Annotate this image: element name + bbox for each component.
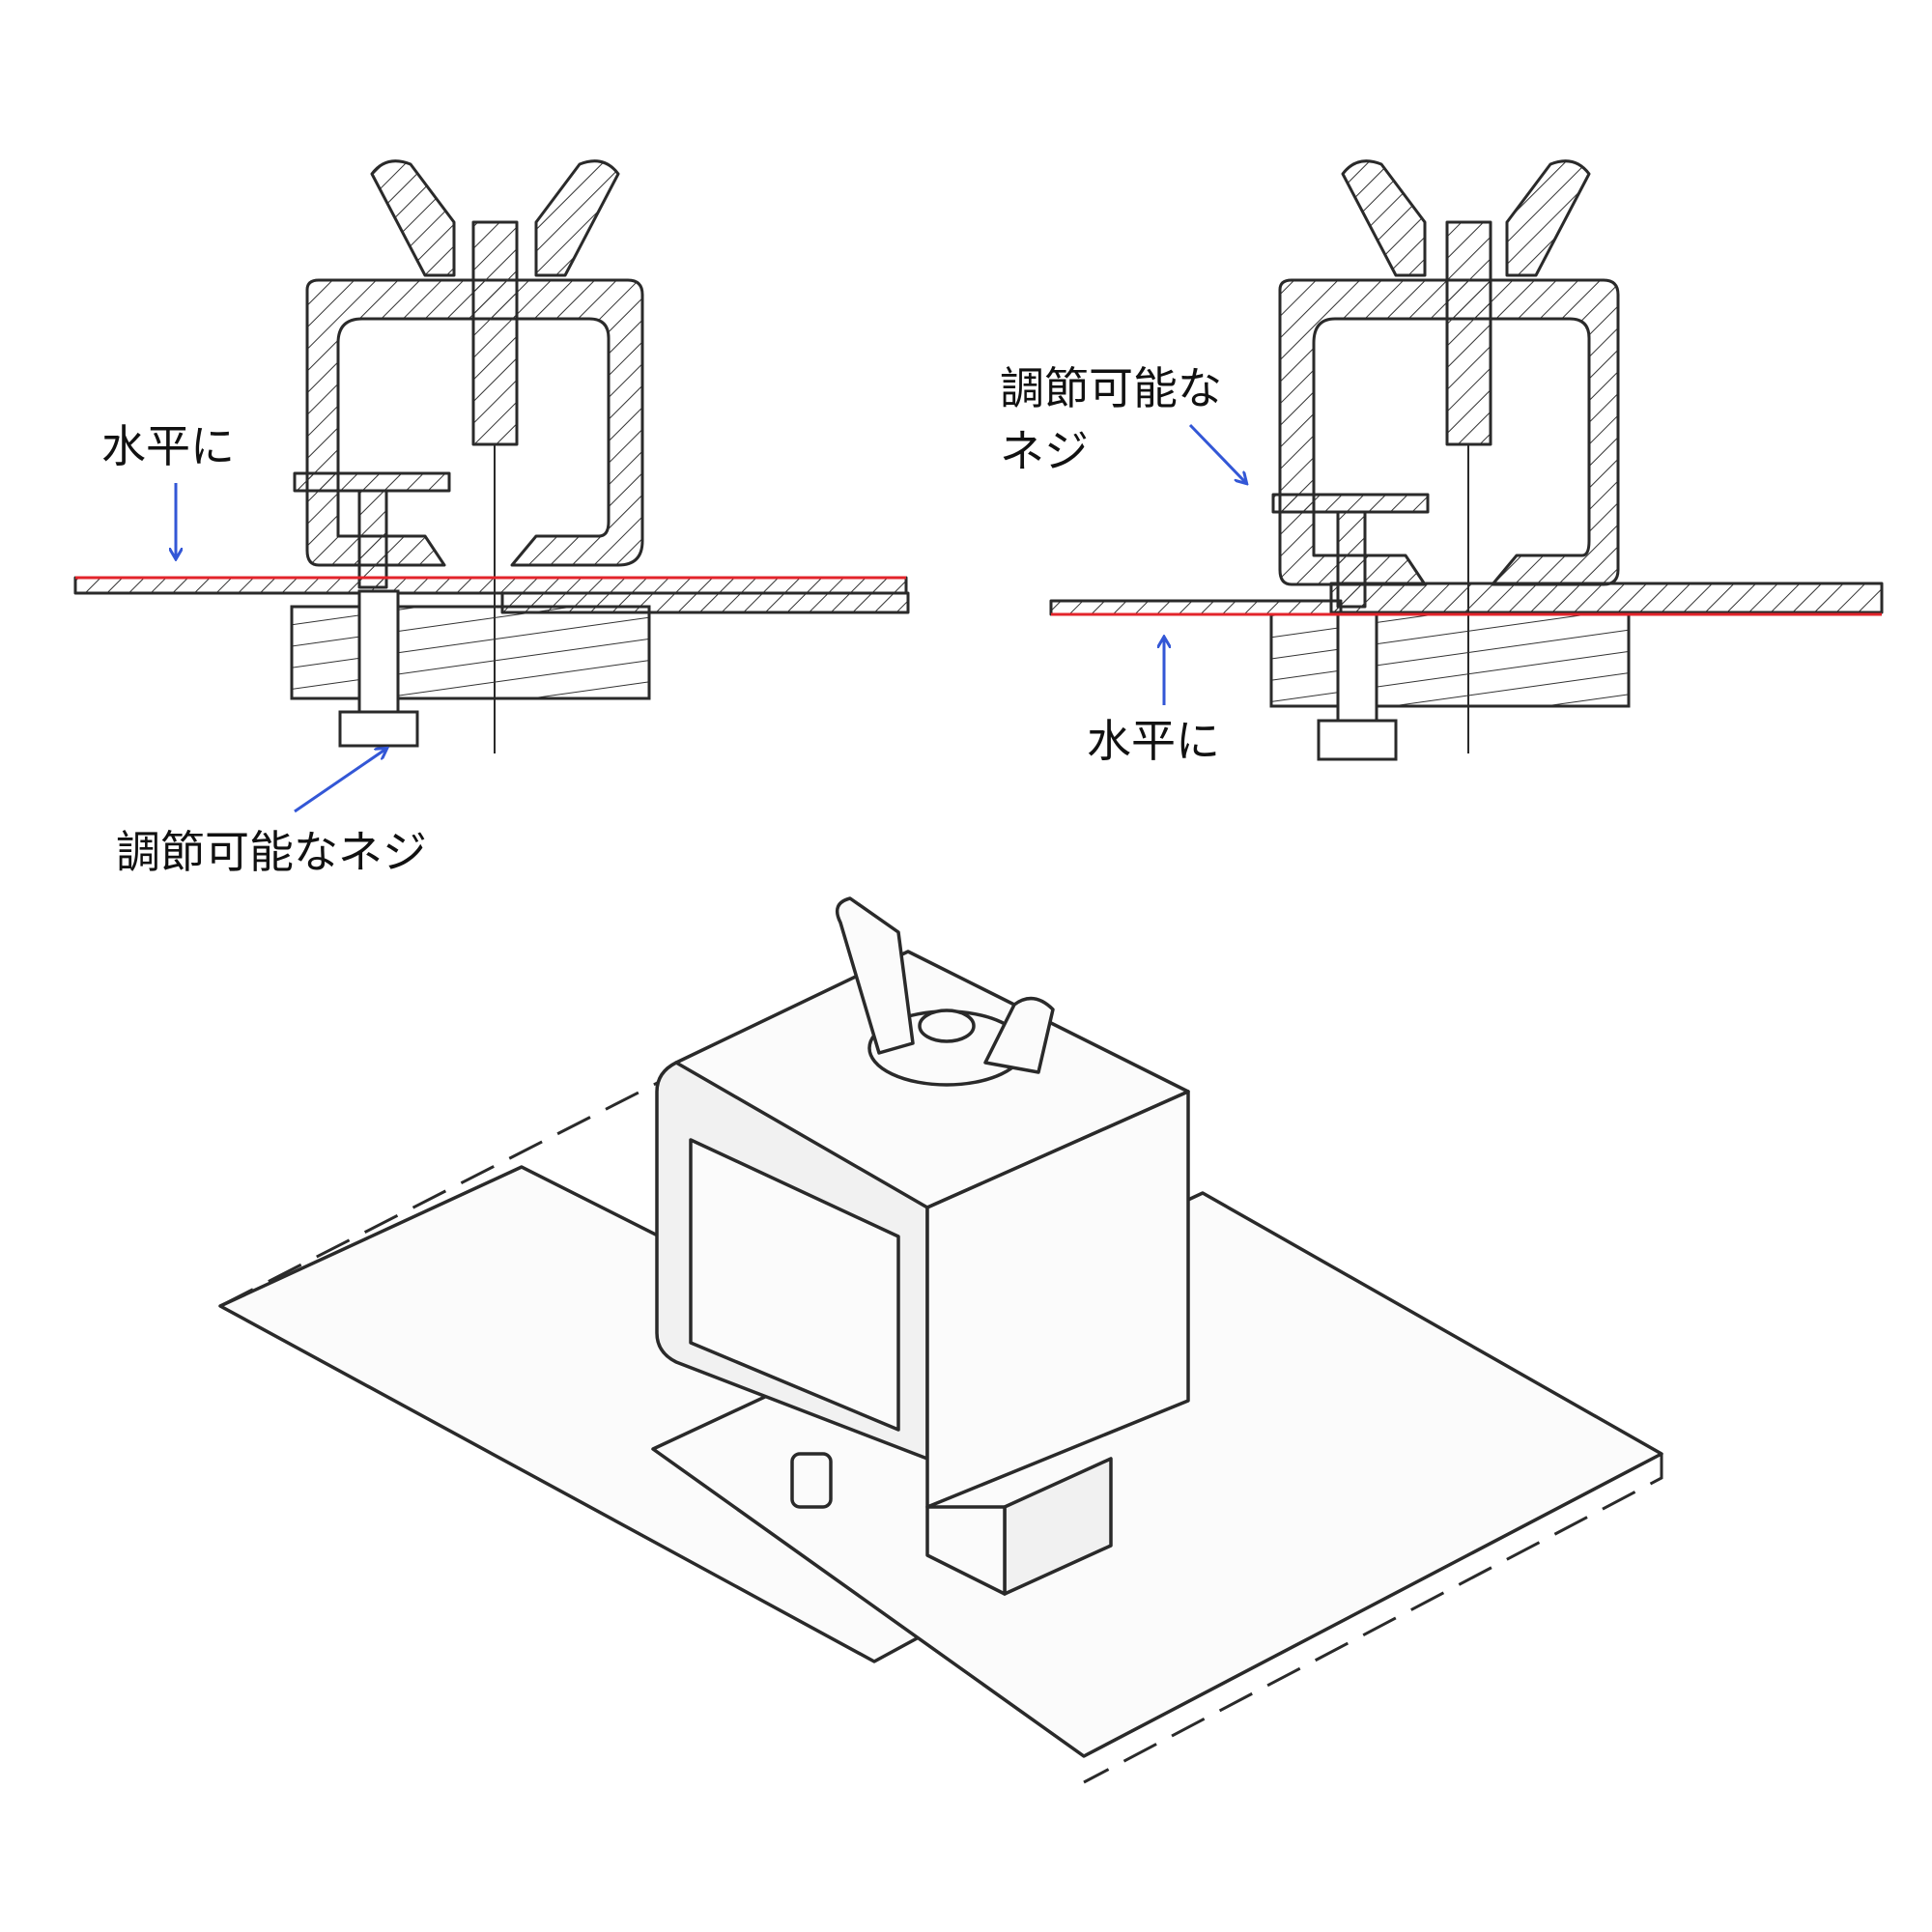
arrow-icon xyxy=(1188,423,1246,483)
wing-nut-icon xyxy=(1505,159,1591,277)
hex-bolt-icon xyxy=(1317,719,1398,761)
wing-nut-icon xyxy=(983,996,1055,1074)
left-upper-plate xyxy=(73,576,908,595)
right-lower-plate xyxy=(1049,599,1343,616)
right-screw-label-line2: ネジ xyxy=(1000,425,1089,477)
wing-nut-icon xyxy=(1341,159,1427,277)
right-wood-block xyxy=(1269,612,1631,708)
left-wood-block xyxy=(290,605,651,700)
left-screw-label: 調節可能なネジ xyxy=(116,826,427,878)
wing-nut-icon xyxy=(534,159,620,277)
hex-bolt-icon xyxy=(338,710,419,748)
clamp-window xyxy=(689,1138,900,1432)
left-section-view xyxy=(73,159,910,813)
adjust-knob xyxy=(790,1452,833,1509)
isometric-view xyxy=(218,896,1663,1784)
left-level-label: 水平に xyxy=(101,420,235,472)
right-level-label: 水平に xyxy=(1087,715,1220,767)
wing-nut-icon xyxy=(835,896,915,1055)
right-section-view xyxy=(1049,159,1884,761)
arrow-icon xyxy=(294,749,386,813)
wing-nut-icon xyxy=(370,159,456,277)
right-screw-label-line1: 調節可能な xyxy=(1000,362,1222,414)
left-bolt xyxy=(471,220,519,446)
right-upper-plate xyxy=(1329,582,1884,614)
clamp-side-face xyxy=(925,1090,1190,1509)
